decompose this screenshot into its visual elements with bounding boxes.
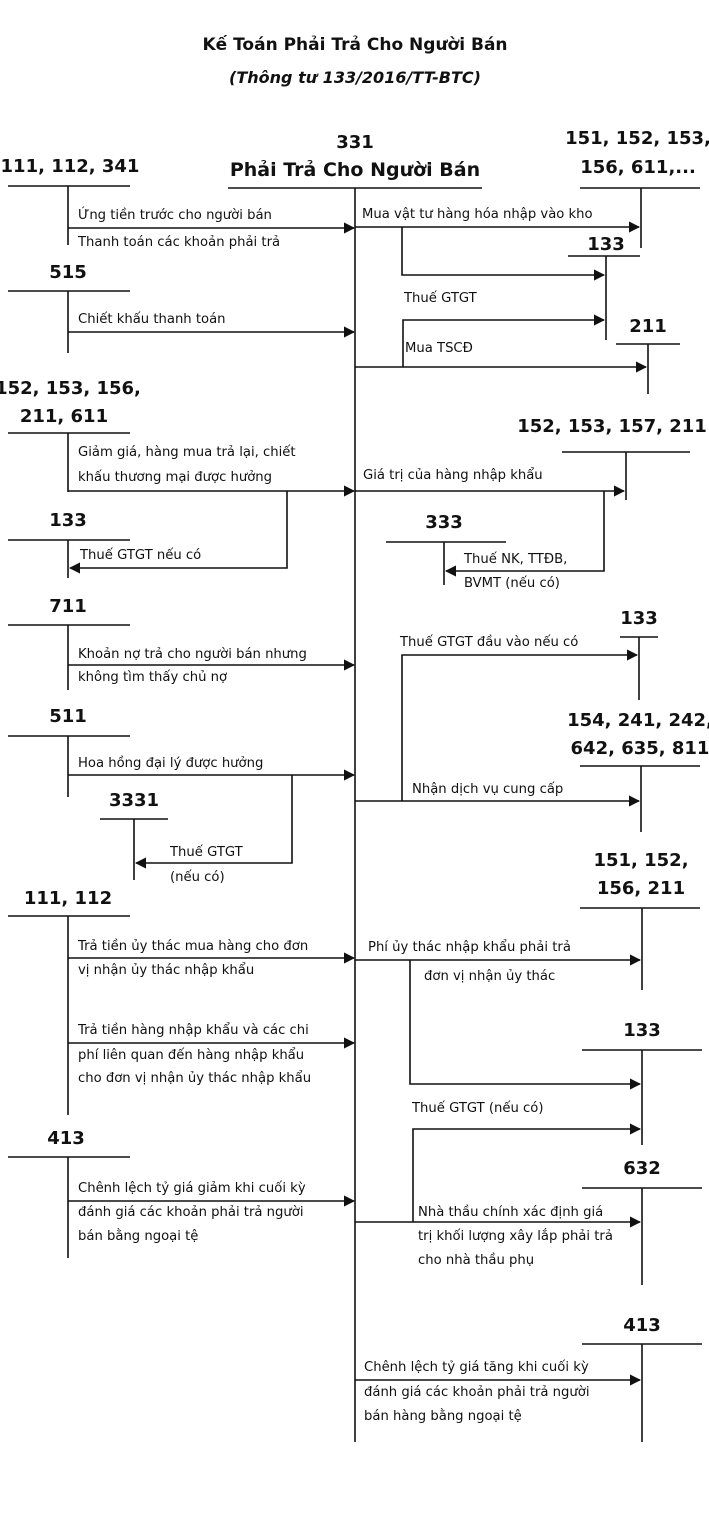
account-211-611: 211, 611	[20, 406, 108, 427]
label-phi-uy-thac: Phí ủy thác nhập khẩu phải trả	[368, 938, 571, 955]
label-chiet-khau-thanh-toan: Chiết khấu thanh toán	[78, 310, 226, 327]
label-khoan-no: Khoản nợ trả cho người bán nhưng	[78, 646, 307, 662]
center-account-name: Phải Trả Cho Người Bán	[230, 159, 480, 181]
account-152-153-157-211: 152, 153, 157, 211	[517, 416, 707, 437]
label-nha-thau: Nhà thầu chính xác định giá	[418, 1204, 603, 1220]
label-tra-tien-uy-thac-2: vị nhận ủy thác nhập khẩu	[78, 961, 254, 978]
label-chenh-lech-tang: Chênh lệch tỷ giá tăng khi cuối kỳ	[364, 1358, 589, 1375]
arrow-to-133	[402, 314, 606, 367]
label-chenh-lech-tang-2: đánh giá các khoản phải trả người	[364, 1384, 590, 1400]
label-thue-gtgt-dau-vao: Thuế GTGT đầu vào nếu có	[399, 633, 578, 650]
label-thanh-toan: Thanh toán các khoản phải trả	[77, 234, 280, 250]
label-thue-nk: Thuế NK, TTĐB,	[463, 550, 567, 567]
label-ung-tien: Ứng tiền trước cho người bán	[78, 205, 272, 223]
label-tra-tien-hang-3: cho đơn vị nhận ủy thác nhập khẩu	[78, 1069, 311, 1086]
account-133-right-3: 133	[623, 1020, 661, 1041]
label-mua-tscd: Mua TSCĐ	[405, 341, 473, 356]
account-133-right-2: 133	[620, 608, 658, 629]
account-133-left: 133	[49, 510, 87, 531]
account-156-211: 156, 211	[597, 878, 685, 899]
account-152-153-156: 152, 153, 156,	[0, 378, 141, 399]
account-515: 515	[49, 262, 87, 283]
diagram-subtitle: (Thông tư 133/2016/TT-BTC)	[229, 68, 481, 87]
label-thue-gtgt: Thuế GTGT	[169, 843, 244, 860]
account-642-635-811: 642, 635, 811	[571, 738, 709, 759]
label-nha-thau-3: cho nhà thầu phụ	[418, 1252, 534, 1268]
label-tra-tien-hang: Trả tiền hàng nhập khẩu và các chi	[77, 1021, 309, 1038]
arrow-to-133	[401, 649, 639, 801]
label-giam-gia: Giảm giá, hàng mua trả lại, chiết	[78, 443, 296, 460]
arrow-to-133	[412, 1123, 642, 1222]
label-thue-gtgt-r: Thuế GTGT	[403, 289, 478, 306]
label-hoa-hong: Hoa hồng đại lý được hưởng	[78, 754, 263, 771]
account-133-right-1: 133	[587, 234, 625, 255]
label-thue-gtgt-neu-co: Thuế GTGT nếu có	[79, 546, 201, 563]
center-account-code: 331	[336, 132, 374, 153]
label-tra-tien-hang-2: phí liên quan đến hàng nhập khẩu	[78, 1046, 304, 1063]
arrow-to-3331	[134, 775, 293, 869]
account-111-112-341: 111, 112, 341	[1, 156, 140, 177]
account-151-152: 151, 152,	[593, 850, 688, 871]
label-chenh-lech-giam-3: bán bằng ngoại tệ	[78, 1227, 198, 1244]
arrow-to-133	[401, 227, 606, 281]
label-thue-gtgt-neu-co-r: Thuế GTGT (nếu có)	[411, 1099, 544, 1116]
label-gia-tri-hang-nk: Giá trị của hàng nhập khẩu	[363, 466, 543, 483]
label-giam-gia-2: khấu thương mại được hưởng	[78, 469, 272, 485]
account-154-241-242: 154, 241, 242,	[567, 710, 709, 731]
label-phi-uy-thac-2: đơn vị nhận ủy thác	[424, 968, 555, 984]
account-413-right: 413	[623, 1315, 661, 1336]
account-3331: 3331	[109, 790, 159, 811]
arrow-to-333	[444, 491, 605, 577]
label-thue-nk-2: BVMT (nếu có)	[464, 574, 560, 591]
account-511: 511	[49, 706, 87, 727]
account-632: 632	[623, 1158, 661, 1179]
label-neu-co: (nếu có)	[170, 868, 225, 885]
label-tra-tien-uy-thac: Trả tiền ủy thác mua hàng cho đơn	[77, 937, 308, 954]
label-mua-vat-tu: Mua vật tư hàng hóa nhập vào kho	[362, 206, 593, 222]
account-151-152-153: 151, 152, 153,	[565, 128, 709, 149]
label-khoan-no-2: không tìm thấy chủ nợ	[78, 669, 227, 685]
account-211-right: 211	[629, 316, 667, 337]
label-chenh-lech-tang-3: bán hàng bằng ngoại tệ	[364, 1407, 522, 1424]
arrow-to-133	[68, 491, 288, 574]
diagram-title: Kế Toán Phải Trả Cho Người Bán	[202, 34, 507, 55]
account-111-112: 111, 112	[24, 888, 112, 909]
account-333: 333	[425, 512, 463, 533]
account-413-left: 413	[47, 1128, 85, 1149]
label-nha-thau-2: trị khối lượng xây lắp phải trả	[418, 1227, 613, 1244]
arrow-to-133	[409, 960, 642, 1090]
label-chenh-lech-giam-2: đánh giá các khoản phải trả người	[78, 1204, 304, 1220]
account-156-611: 156, 611,...	[580, 157, 696, 178]
account-711: 711	[49, 596, 87, 617]
label-nhan-dich-vu: Nhận dịch vụ cung cấp	[412, 781, 563, 797]
label-chenh-lech-giam: Chênh lệch tỷ giá giảm khi cuối kỳ	[78, 1179, 306, 1196]
